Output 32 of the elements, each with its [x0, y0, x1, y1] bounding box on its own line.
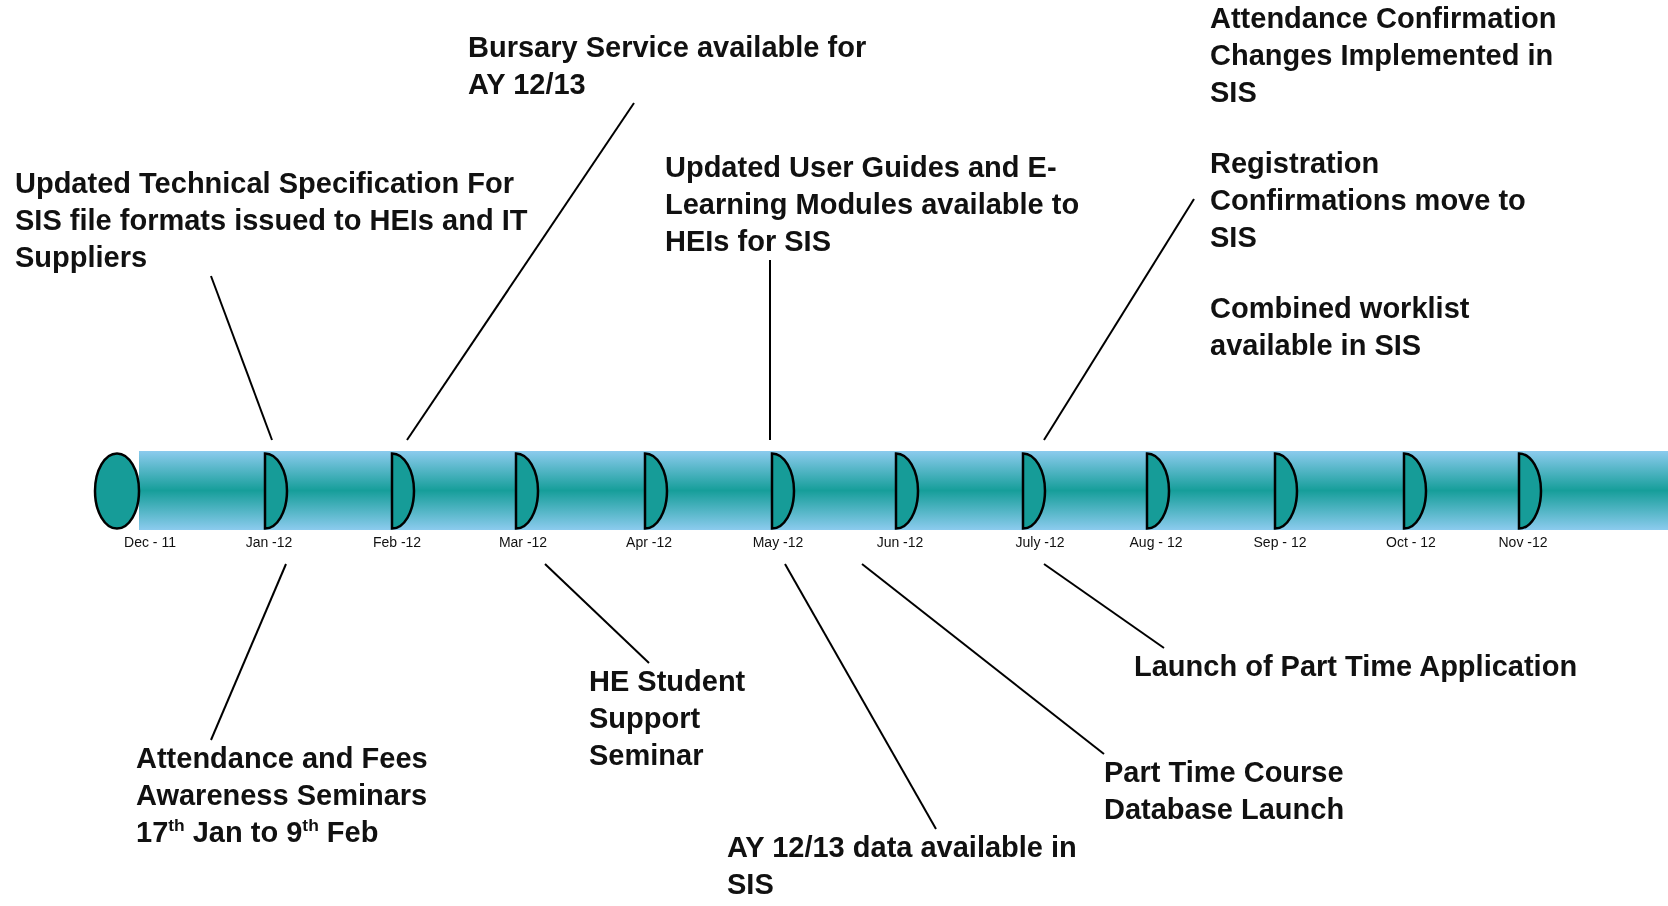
month-label: Feb -12: [372, 534, 422, 550]
annotation-text: Attendance Confirmation Changes Implemented in SIS: [1210, 1, 1558, 110]
month-label: Dec - 11: [124, 534, 176, 550]
leader-line: [210, 563, 287, 741]
annotation-text: AY 12/13 data available in SIS: [727, 829, 1087, 903]
leader-line: [1043, 563, 1165, 649]
annotation-text: Bursary Service available for AY 12/13: [468, 29, 868, 103]
annotation-text: Part Time Course Database Launch: [1104, 754, 1384, 828]
month-label: May -12: [752, 534, 804, 550]
month-label: Mar -12: [498, 534, 548, 550]
leader-line: [769, 259, 771, 441]
annotation-text: Registration Confirmations move to SIS: [1210, 146, 1527, 255]
leader-line: [1043, 198, 1195, 441]
month-label: Oct - 12: [1386, 534, 1436, 550]
annotation-text: Combined worklist available in SIS: [1210, 291, 1471, 363]
month-label: Nov -12: [1498, 534, 1548, 550]
annotation-text: HE Student Support Seminar: [589, 663, 769, 774]
annotation-text: Launch of Part Time Application: [1134, 648, 1644, 685]
annotation-text: Attendance and Fees Awareness Seminars 17$^{th}$ Jan to 9$^{th}$ Feb: [136, 740, 471, 851]
annotation-text: Updated Technical Specification For SIS file formats issued to HEIs and IT Suppliers: [15, 165, 560, 276]
month-label: Jan -12: [245, 534, 293, 550]
annotation-text: Updated User Guides and E-Learning Modules available to HEIs for SIS: [665, 149, 1130, 260]
month-label: Jun -12: [876, 534, 924, 550]
leader-line: [210, 275, 273, 441]
leader-line: [784, 563, 937, 830]
month-label: Sep - 12: [1253, 534, 1307, 550]
leader-line: [544, 563, 650, 664]
leader-line: [406, 102, 635, 441]
leader-line: [861, 563, 1105, 755]
month-label: July -12: [1015, 534, 1065, 550]
month-label: Aug - 12: [1129, 534, 1183, 550]
month-label: Apr -12: [626, 534, 672, 550]
